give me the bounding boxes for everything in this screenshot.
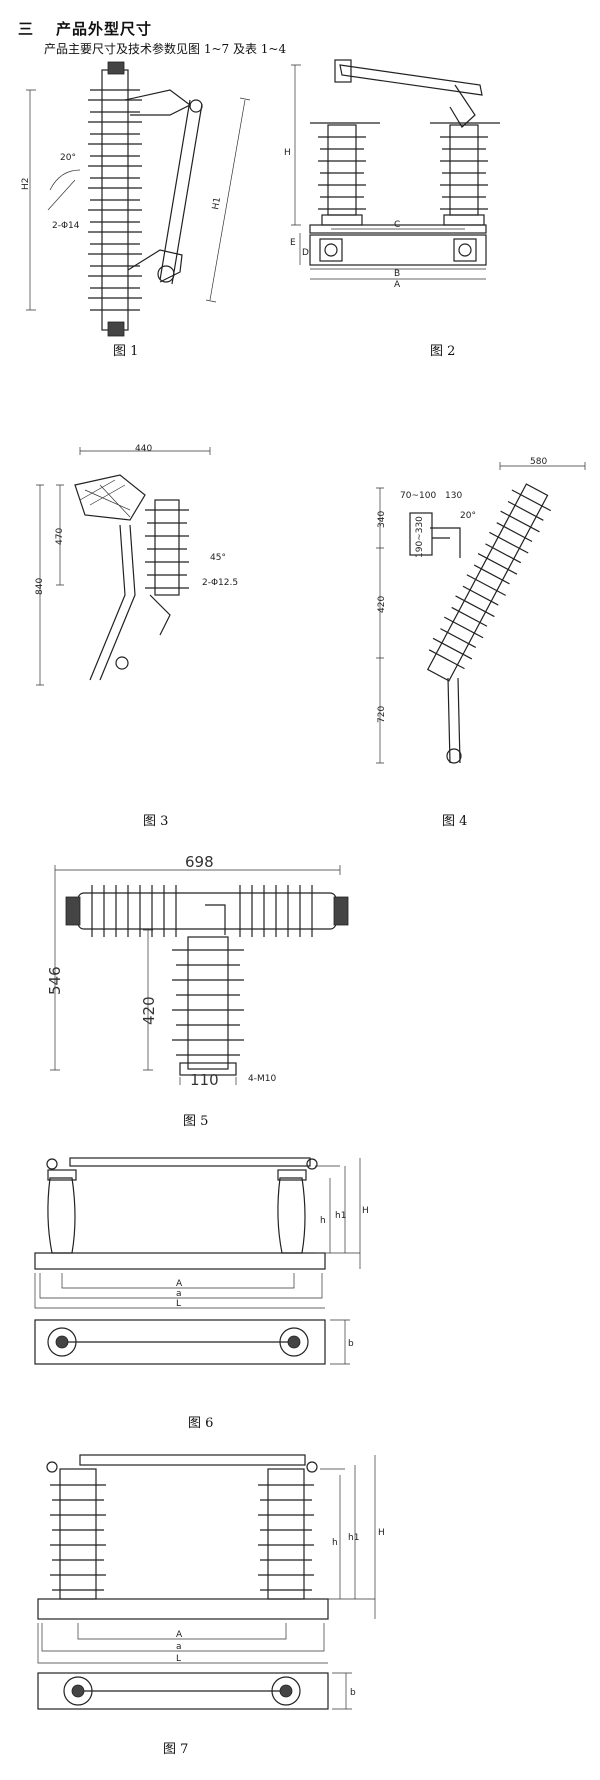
- figure-2-label-e: E: [290, 238, 296, 248]
- figure-4-label-w2: 130: [445, 491, 462, 501]
- figure-6-label-h1: h1: [335, 1211, 346, 1221]
- section-number: 三: [18, 20, 35, 38]
- figure-6-label-a: a: [176, 1289, 182, 1299]
- figure-4-label-h2: 420: [377, 596, 387, 613]
- figure-5-label-base: 110: [190, 1071, 219, 1089]
- figure-7-label-h1: h1: [348, 1533, 359, 1543]
- section-title: 产品外型尺寸: [56, 20, 153, 38]
- figure-5-drawing: 698 546 420 110 4-M10: [46, 853, 349, 1089]
- figure-7-label-L: L: [176, 1654, 181, 1664]
- figure-7-caption: 图 7: [163, 1742, 189, 1757]
- figure-7-label-b: b: [350, 1688, 356, 1698]
- figure-5-label-bolt: 4-M10: [248, 1074, 276, 1084]
- figure-1-label-h1: H1: [211, 196, 223, 210]
- figure-5-label-height: 546: [46, 966, 64, 995]
- figure-4-label-top: 580: [530, 457, 547, 467]
- figure-7-label-h: h: [332, 1538, 338, 1548]
- figure-6-caption: 图 6: [188, 1416, 214, 1431]
- section-heading: 三 产品外型尺寸: [18, 18, 152, 39]
- figure-6-label-H: H: [362, 1206, 369, 1216]
- figure-5-label-width: 698: [185, 853, 214, 871]
- figure-4-label-slot: 190~330: [415, 516, 425, 558]
- figure-3-label-width: 440: [135, 444, 152, 454]
- figure-6-label-h: h: [320, 1216, 326, 1226]
- figure-6-label-L: L: [176, 1299, 181, 1309]
- figure-1-drawing: H2 H1 20° 2-Φ14: [21, 61, 251, 337]
- figure-3-caption: 图 3: [143, 814, 169, 829]
- figure-2-drawing: H C D E B A: [284, 59, 500, 290]
- figure-5-label-h420: 420: [140, 996, 158, 1025]
- figure-2-label-a: A: [394, 280, 401, 290]
- figure-3-label-bolt: 2-Φ12.5: [202, 578, 238, 588]
- figure-2-label-c: C: [394, 220, 400, 230]
- figure-3-label-h840: 840: [35, 578, 45, 595]
- figure-3-label-angle: 45°: [210, 553, 226, 563]
- figure-1-label-h2: H2: [21, 178, 31, 191]
- figure-7-label-H: H: [378, 1528, 385, 1538]
- figure-1-caption: 图 1: [113, 344, 139, 359]
- figure-6-label-b: b: [348, 1339, 354, 1349]
- figure-7-drawing: h h1 H A a L b: [37, 1454, 385, 1710]
- figure-2-caption: 图 2: [430, 344, 456, 359]
- figure-6-label-A: A: [176, 1279, 183, 1289]
- figure-6-drawing: h h1 H A a L b: [34, 1157, 369, 1365]
- figure-2-label-h: H: [284, 148, 291, 158]
- figure-4-label-angle: 20°: [460, 511, 476, 521]
- figure-1-label-bolt: 2-Φ14: [52, 221, 80, 231]
- intro-text: 产品主要尺寸及技术参数见图 1~7 及表 1~4: [44, 42, 287, 56]
- figure-4-label-h3: 720: [377, 706, 387, 723]
- figure-7-label-a: a: [176, 1642, 182, 1652]
- figure-2-label-b: B: [394, 269, 400, 279]
- figure-7-label-A: A: [176, 1630, 183, 1640]
- figure-5-caption: 图 5: [183, 1114, 209, 1129]
- figure-4-label-h1: 340: [377, 511, 387, 528]
- figure-4-label-w1: 70~100: [400, 491, 436, 501]
- figure-4-drawing: 580 70~100 130 340 190~330 20° 420 720: [376, 457, 586, 764]
- figure-1-label-angle: 20°: [60, 153, 76, 163]
- figure-3-drawing: 440 470 840 45° 2-Φ12.5: [35, 444, 238, 686]
- figure-4-caption: 图 4: [442, 814, 468, 829]
- figure-2-label-d: D: [302, 248, 309, 258]
- figure-3-label-h470: 470: [55, 528, 65, 545]
